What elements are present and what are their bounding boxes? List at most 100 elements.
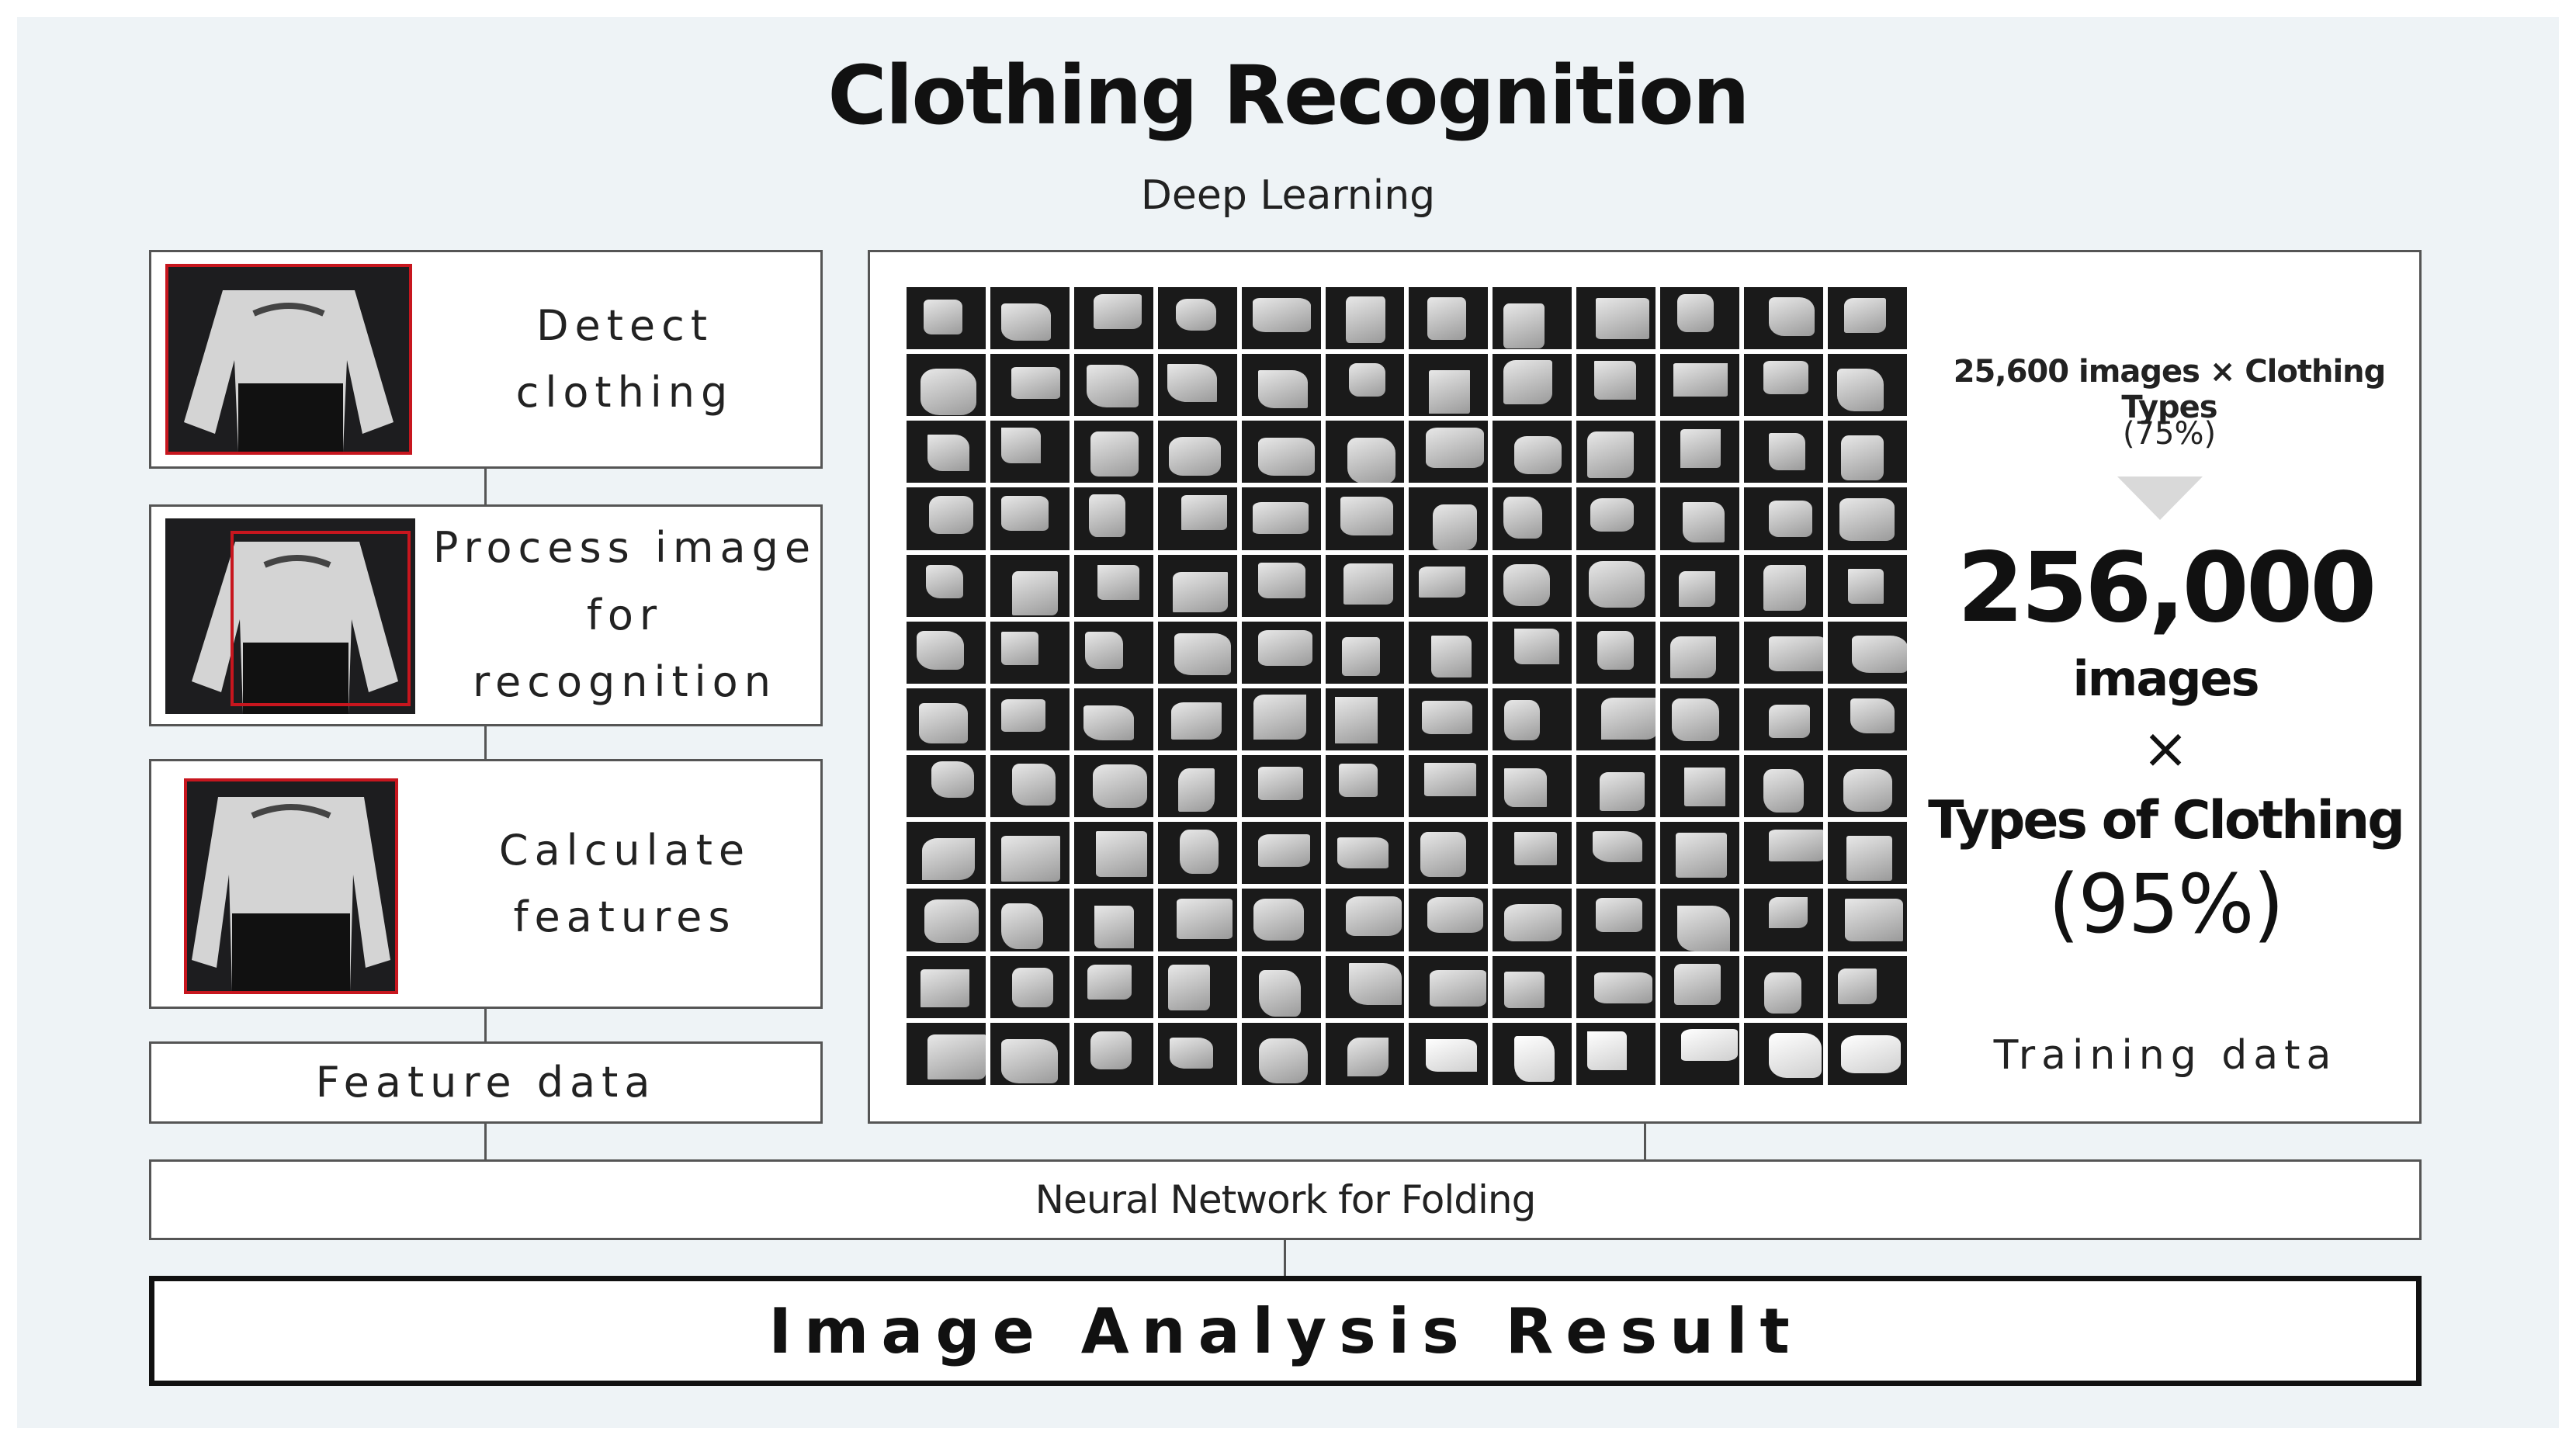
clothing-shape: [1503, 768, 1548, 807]
training-image-thumbnail: [1828, 354, 1907, 417]
training-image-thumbnail: [1493, 554, 1572, 617]
training-image-thumbnail: [1073, 955, 1153, 1018]
clothing-shape: [1672, 698, 1720, 741]
training-image-thumbnail: [1241, 822, 1321, 885]
training-image-thumbnail: [1241, 287, 1321, 350]
training-image-thumbnail: [1073, 688, 1153, 751]
clothing-shape: [1593, 360, 1637, 400]
clothing-shape: [1180, 830, 1219, 875]
training-image-thumbnail: [1241, 1022, 1321, 1085]
training-image-thumbnail: [1660, 1022, 1740, 1085]
clothing-shape: [1349, 362, 1385, 397]
clothing-shape: [1841, 1035, 1901, 1074]
clothing-shape: [1841, 435, 1884, 481]
clothing-shape: [1349, 963, 1402, 1005]
training-image-thumbnail: [1409, 688, 1489, 751]
clothing-shape: [925, 565, 964, 599]
clothing-shape: [1173, 571, 1228, 613]
clothing-shape: [1599, 771, 1645, 812]
clothing-shape: [1600, 698, 1656, 740]
clothing-shape: [1844, 298, 1887, 334]
clothing-shape: [920, 969, 969, 1008]
clothing-shape: [1253, 695, 1307, 740]
clothing-shape: [931, 761, 975, 798]
clothing-shape: [1011, 367, 1061, 399]
clothing-shape: [1169, 1037, 1214, 1069]
clothing-shape: [1503, 972, 1545, 1009]
training-caption-percent: (75%): [2122, 416, 2217, 452]
clothing-shape: [1590, 497, 1634, 532]
training-image-thumbnail: [990, 1022, 1070, 1085]
training-image-thumbnail: [1576, 487, 1656, 550]
clothing-shape: [1337, 837, 1389, 869]
clothing-shape: [1769, 704, 1810, 739]
clothing-shape: [1092, 764, 1148, 808]
training-image-thumbnail: [1409, 889, 1489, 951]
clothing-shape: [1673, 363, 1728, 397]
clothing-shape: [1087, 965, 1132, 1000]
training-image-thumbnail: [1325, 822, 1405, 885]
step-process-box: Process image for recognition: [149, 504, 823, 726]
training-image-thumbnail: [1073, 554, 1153, 617]
training-image-thumbnail: [1744, 755, 1824, 818]
training-image-thumbnail: [1073, 621, 1153, 684]
training-image-thumbnail: [1325, 554, 1405, 617]
clothing-shape: [1253, 502, 1309, 534]
training-image-thumbnail: [1576, 554, 1656, 617]
clothing-shape: [1181, 495, 1227, 530]
clothing-shape: [1769, 897, 1808, 929]
training-image-thumbnail: [1241, 487, 1321, 550]
step-detect-label: Detect clothing: [515, 300, 734, 417]
training-image-thumbnail: [1325, 1022, 1405, 1085]
training-image-thumbnail: [990, 955, 1070, 1018]
training-image-thumbnail: [990, 421, 1070, 483]
clothing-shape: [1418, 566, 1465, 598]
training-image-thumbnail: [1073, 421, 1153, 483]
training-image-thumbnail: [1157, 889, 1237, 951]
training-image-thumbnail: [1073, 889, 1153, 951]
training-image-thumbnail: [1660, 755, 1740, 818]
training-image-thumbnail: [907, 889, 986, 951]
clothing-shape: [1503, 303, 1545, 349]
connector-line: [484, 726, 487, 759]
clothing-shape: [1676, 294, 1714, 332]
training-image-thumbnail: [1744, 688, 1824, 751]
connector-line: [1644, 1124, 1646, 1159]
training-image-thumbnail: [1660, 354, 1740, 417]
clothing-shape: [1087, 364, 1139, 407]
training-image-grid: [907, 287, 1907, 1085]
clothing-shape: [1094, 905, 1135, 949]
clothing-shape: [1167, 364, 1217, 403]
training-image-thumbnail: [1493, 487, 1572, 550]
training-image-thumbnail: [1241, 621, 1321, 684]
training-image-thumbnail: [907, 1022, 986, 1085]
training-image-thumbnail: [1744, 421, 1824, 483]
training-image-thumbnail: [1493, 822, 1572, 885]
training-image-thumbnail: [1073, 1022, 1153, 1085]
training-image-thumbnail: [1828, 621, 1907, 684]
clothing-shape: [1587, 1031, 1627, 1071]
clothing-shape: [1090, 431, 1139, 477]
training-image-thumbnail: [1660, 487, 1740, 550]
training-image-thumbnail: [1073, 354, 1153, 417]
training-caption: 25,600 images × Clothing Types: [1953, 354, 2387, 425]
step-features-box: Calculate features: [149, 759, 823, 1009]
clothing-shape: [1258, 562, 1305, 599]
clothing-shape: [1342, 637, 1381, 677]
clothing-shape: [1851, 635, 1907, 674]
training-image-thumbnail: [1325, 621, 1405, 684]
training-image-thumbnail: [1325, 421, 1405, 483]
training-image-thumbnail: [1493, 287, 1572, 350]
clothing-shape: [1258, 766, 1303, 800]
training-image-thumbnail: [1744, 822, 1824, 885]
clothing-shape: [1170, 702, 1222, 740]
connector-line: [1284, 1240, 1286, 1276]
training-image-thumbnail: [1157, 621, 1237, 684]
connector-line: [484, 1124, 487, 1159]
clothing-shape: [1085, 631, 1124, 669]
training-image-thumbnail: [907, 822, 986, 885]
step-process-label: Process image for recognition: [432, 523, 817, 707]
clothing-shape: [1503, 360, 1552, 405]
clothing-shape: [1011, 764, 1056, 806]
training-image-thumbnail: [1241, 554, 1321, 617]
